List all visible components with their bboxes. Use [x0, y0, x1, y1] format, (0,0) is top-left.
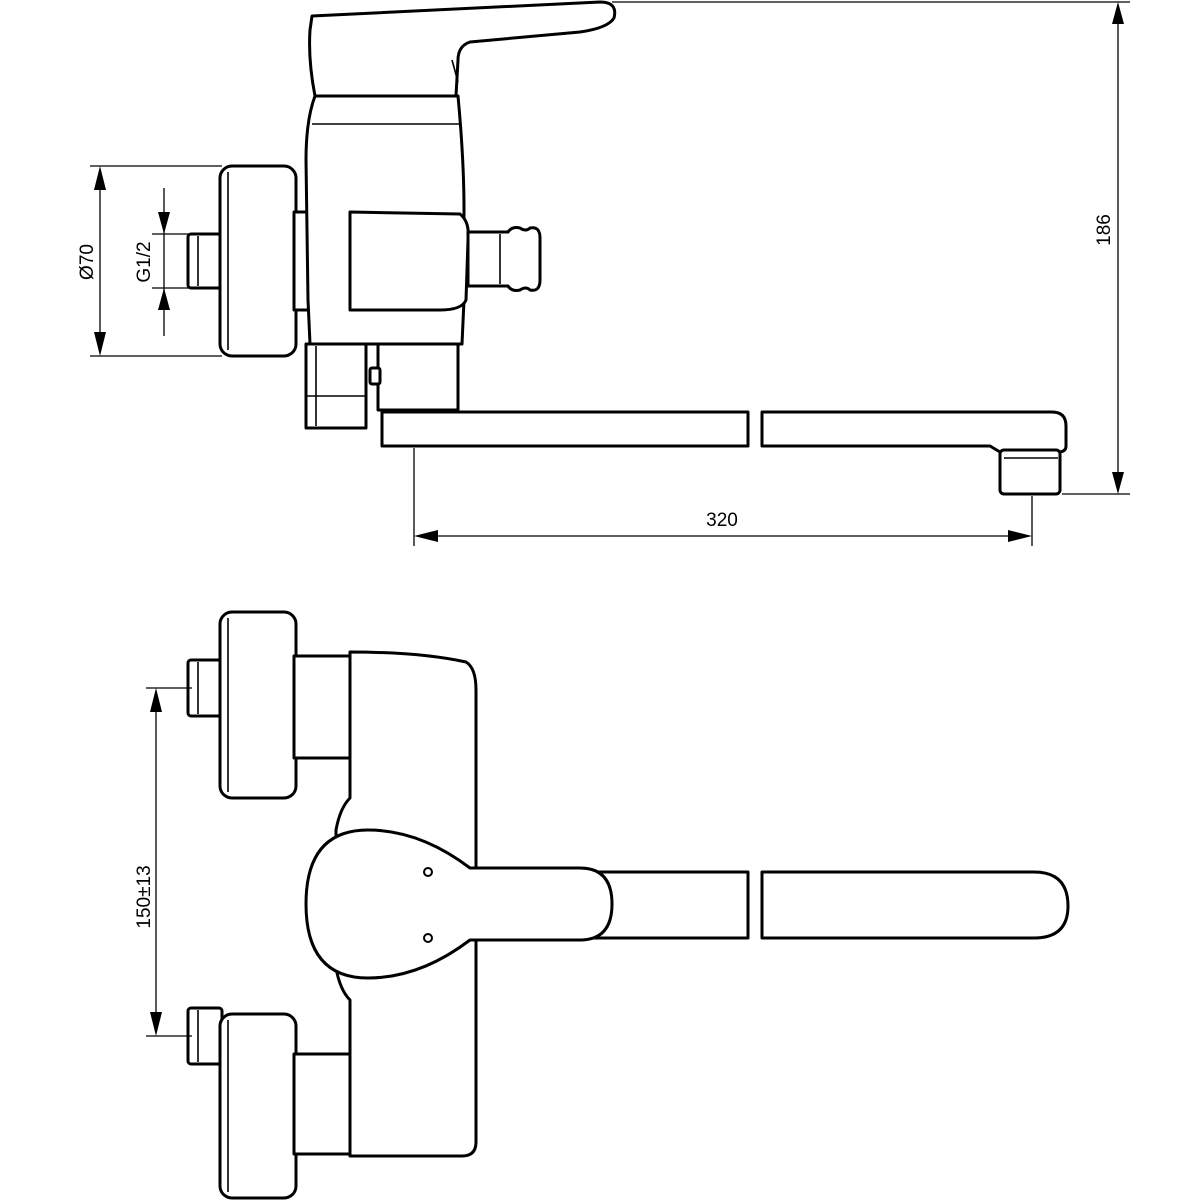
- front-lever-screw-top: [423, 867, 433, 877]
- front-lever-hub: [304, 828, 614, 980]
- side-diverter-knob: [466, 226, 542, 292]
- side-view: Ø70 G1/2 186 320: [77, 0, 1130, 546]
- side-spout-small-nub: [368, 366, 382, 386]
- side-spout-arm-right: [760, 410, 1068, 454]
- reach-label: 320: [706, 510, 738, 531]
- front-lever-screw-bottom: [423, 933, 433, 943]
- center-distance-label: 150±13: [134, 865, 155, 928]
- dimension-height: 186: [612, 1, 1130, 495]
- front-upper-inlet-shaft: [186, 658, 224, 718]
- side-hose-connector: [304, 342, 368, 430]
- diameter-label: Ø70: [77, 244, 98, 280]
- dimension-diameter: Ø70: [77, 165, 222, 357]
- side-wall-rosette: [218, 164, 298, 358]
- side-diverter-housing: [348, 210, 470, 312]
- side-spout-aerator: [998, 448, 1062, 496]
- front-view: 150±13: [134, 610, 1070, 1200]
- front-upper-rosette: [218, 610, 298, 800]
- height-label: 186: [1094, 214, 1115, 246]
- dimension-reach: 320: [413, 448, 1033, 546]
- side-spout-base: [376, 342, 460, 412]
- front-lower-neck: [292, 1052, 356, 1156]
- front-upper-neck: [292, 654, 356, 760]
- side-lever-handle: [308, 0, 617, 98]
- dimension-thread: G1/2: [134, 188, 190, 336]
- front-lower-rosette: [218, 1012, 298, 1200]
- front-lever-right: [760, 870, 1070, 940]
- side-spout-arm-left: [380, 410, 750, 448]
- front-lower-inlet-shaft: [186, 1006, 224, 1066]
- side-inlet-shaft: [186, 232, 224, 290]
- dimension-center-distance: 150±13: [134, 687, 192, 1037]
- thread-label: G1/2: [134, 241, 155, 282]
